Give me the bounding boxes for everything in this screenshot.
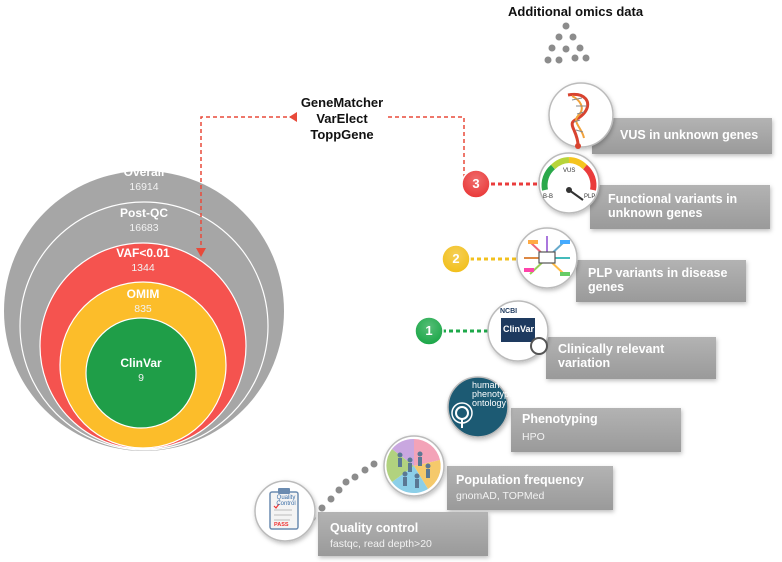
gauge-right-label: PLP [584,194,596,200]
box-quality-control [318,512,488,556]
circle-label-omim: OMIM 835 [93,287,193,315]
circle-label-clinvar: ClinVar 9 [91,356,191,384]
plp-variants-title-1: PLP variants in disease [588,266,728,280]
step-icons [254,82,614,542]
overall-label: Overall [123,165,165,179]
tool-toppgene: ToppGene [310,127,374,142]
clipboard-text: Quality Control [276,495,296,507]
gauge-top-label: VUS [563,168,576,174]
nested-circles [4,171,284,451]
vus-title: VUS in unknown genes [620,128,759,142]
step-boxes [318,118,772,556]
tool-varelect: VarElect [316,111,368,126]
hpo-text-1: human [472,380,500,390]
network-icon [516,227,578,289]
hpo-text-3: ontology [472,398,507,408]
box-functional-variants [590,185,770,229]
box-vus [592,118,772,154]
population-icon [383,435,445,497]
post-qc-count: 16683 [129,222,159,234]
quality-control-title: Quality control [330,521,419,535]
clinically-relevant-title-1: Clinically relevant [558,342,665,356]
omim-count: 835 [134,303,152,315]
gauge-left-label: B-B [543,194,554,200]
population-frequency-text: Population frequency gnomAD, TOPMed [456,473,584,502]
vaf-label: VAF<0.01 [116,246,170,260]
badges [414,169,491,346]
clinvar-logo-text: ClinVar [503,324,535,334]
box-plp-variants [576,260,746,302]
tools-connector [200,116,465,252]
clinically-relevant-text: Clinically relevant variation [558,342,664,370]
clinically-relevant-title-2: variation [558,356,611,370]
clinvar-count: 9 [138,372,144,384]
clinvar-label: ClinVar [120,356,162,370]
gauge-icon [538,152,600,214]
box-phenotyping [511,408,681,452]
hpo-icon [447,376,509,438]
plp-variants-text: PLP variants in disease genes [588,266,727,294]
badge-connectors [442,182,539,333]
vaf-count: 1344 [131,262,155,274]
box-population-frequency [447,466,613,510]
tools-list: GeneMatcher VarElect ToppGene [290,95,394,143]
additional-omics-title: Additional omics data [508,4,644,19]
functional-variants-title-1: Functional variants in [608,192,738,206]
dna-question-icon [548,82,614,149]
omim-label: OMIM [126,287,160,301]
functional-variants-title-2: unknown genes [608,206,703,220]
arrow-head-down [196,248,206,257]
population-frequency-title: Population frequency [456,473,584,487]
clipboard-icon [254,480,316,542]
box-clinically-relevant [546,337,716,379]
overall-count: 16914 [129,181,159,193]
clipboard-pass: PASS [274,522,289,528]
badge-2-number: 2 [452,251,460,266]
functional-variants-text: Functional variants in unknown genes [608,192,737,220]
circle-label-overall: Overall 16914 [94,165,194,193]
hpo-text: human phenotype ontology [472,381,514,408]
ncbi-text: NCBI [500,308,518,315]
post-qc-label: Post-QC [120,206,168,220]
quality-control-text: Quality control fastqc, read depth>20 [330,521,432,550]
badge-3-number: 3 [472,176,480,191]
hpo-text-2: phenotype [472,389,515,399]
phenotyping-subtitle: HPO [522,431,545,443]
arrow-head-left [289,112,297,122]
vus-text: VUS in unknown genes [620,128,758,142]
phenotyping-text: Phenotyping HPO [522,412,598,443]
circle-clinvar [85,317,197,429]
circle-label-post-qc: Post-QC 16683 [94,206,194,234]
quality-control-subtitle: fastqc, read depth>20 [330,538,432,550]
plp-variants-title-2: genes [588,280,625,294]
phenotyping-title: Phenotyping [522,412,598,426]
circle-label-vaf: VAF<0.01 1344 [93,246,193,274]
badge-1-number: 1 [425,323,433,338]
population-frequency-subtitle: gnomAD, TOPMed [456,490,545,502]
tool-genematcher: GeneMatcher [300,95,384,110]
clinvar-icon [487,300,549,362]
